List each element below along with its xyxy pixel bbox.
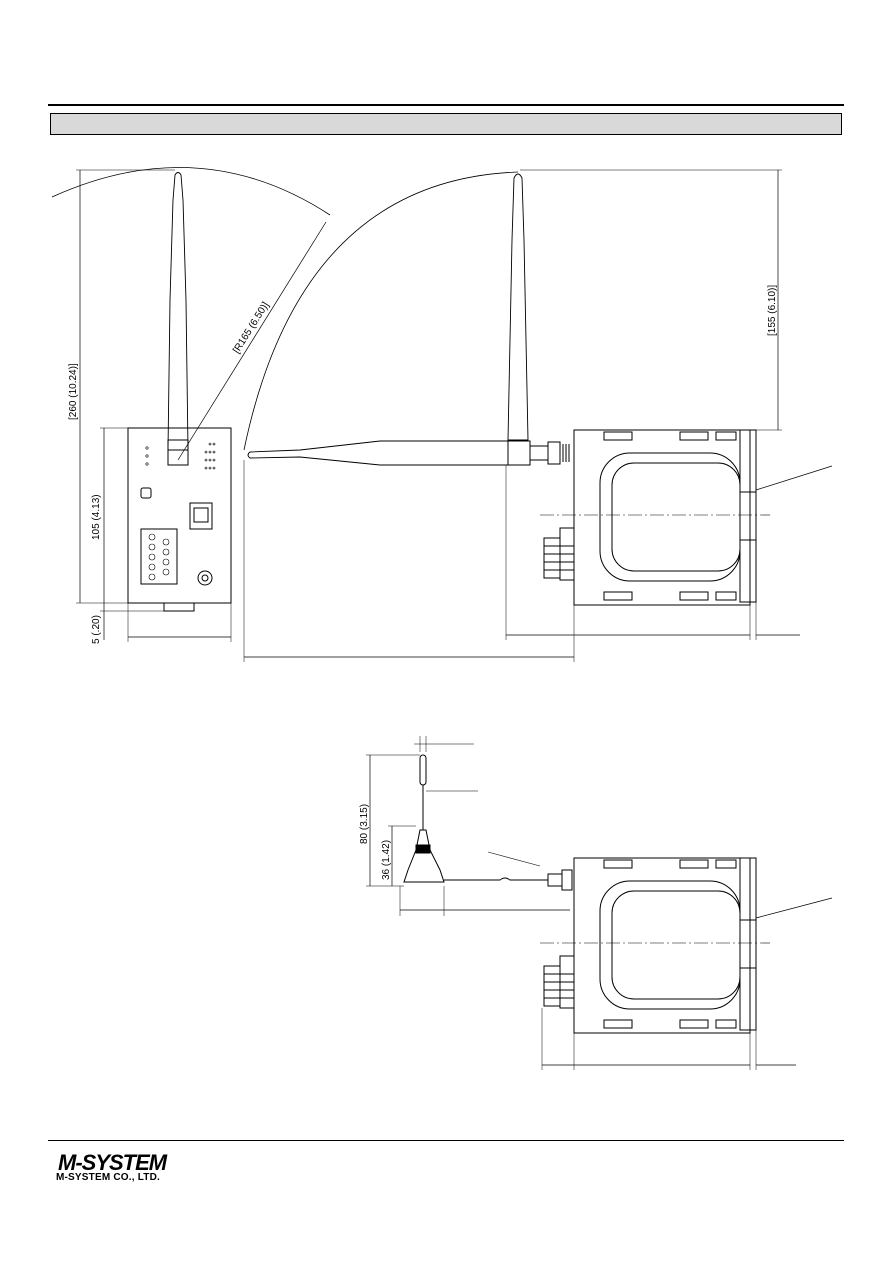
company-name: M-SYSTEM CO., LTD. bbox=[56, 1172, 160, 1183]
dim-body-height: 105 (4.13) bbox=[91, 494, 102, 540]
rotary-switch bbox=[197, 570, 213, 586]
vertical-antenna bbox=[507, 173, 529, 441]
side-view-top bbox=[243, 169, 833, 662]
usb-port bbox=[140, 487, 152, 499]
bottom-housing bbox=[573, 857, 751, 1034]
magnetic-antenna-view bbox=[366, 736, 833, 1070]
dim-top-height: [260 (10.24)] bbox=[68, 363, 79, 420]
horizontal-antenna bbox=[247, 440, 509, 466]
footer-rule bbox=[48, 1140, 844, 1141]
antenna-base bbox=[167, 439, 189, 466]
din-tab bbox=[163, 602, 195, 612]
front-view bbox=[51, 167, 331, 642]
radius-arc bbox=[51, 167, 331, 216]
mag-base bbox=[403, 829, 445, 883]
section-header-bar bbox=[50, 113, 842, 135]
front-body bbox=[127, 427, 232, 604]
svg-text:M-SYSTEM: M-SYSTEM bbox=[58, 1150, 168, 1174]
radius-leader bbox=[177, 221, 327, 461]
dim-base-offset: 5 (.20) bbox=[91, 615, 102, 644]
side-window bbox=[599, 452, 741, 582]
dim-mag-total-height: 80 (3.15) bbox=[359, 804, 370, 844]
front-antenna bbox=[167, 172, 189, 451]
whip-tip bbox=[419, 754, 427, 786]
swing-arc bbox=[243, 171, 519, 451]
antenna-cable bbox=[444, 877, 548, 881]
side-housing bbox=[573, 429, 751, 606]
top-rule bbox=[48, 104, 844, 106]
dim-radius: [R165 (6.50)] bbox=[231, 300, 271, 356]
base-band bbox=[415, 844, 431, 854]
dim-antenna-height: [155 (6.10)] bbox=[767, 285, 778, 336]
ethernet-port bbox=[189, 502, 213, 530]
dim-mag-base-height: 36 (1.42) bbox=[381, 840, 392, 880]
terminal-block bbox=[140, 528, 178, 585]
msystem-logo: M-SYSTEM bbox=[56, 1150, 196, 1186]
